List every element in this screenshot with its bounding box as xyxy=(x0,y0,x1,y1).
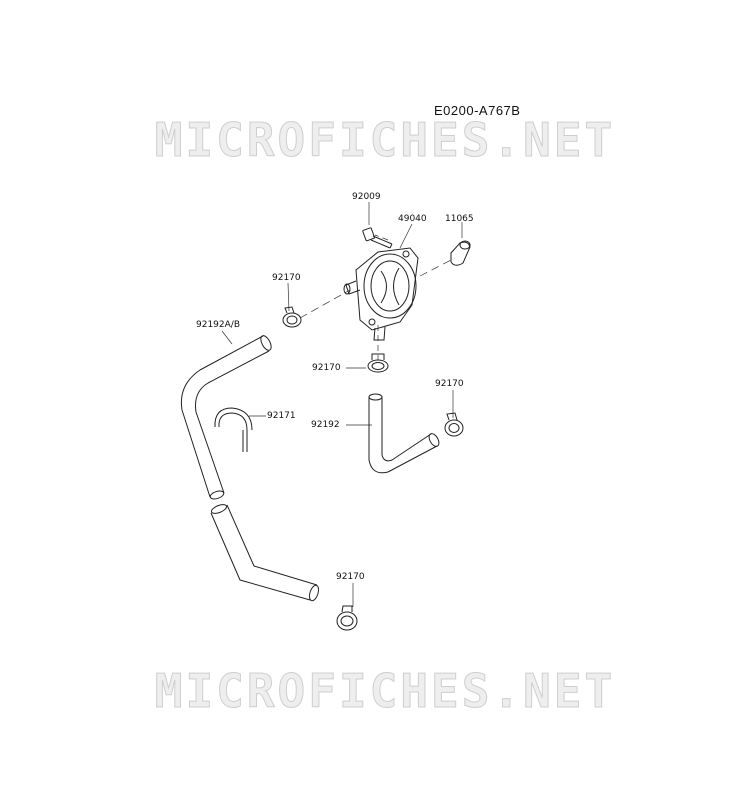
clamp-92170-right xyxy=(444,412,464,437)
clamp-92170-bottom xyxy=(336,605,358,631)
callout-92009: 92009 xyxy=(352,192,381,202)
callout-92170-right: 92170 xyxy=(435,379,464,389)
clamp-92170-center xyxy=(367,353,389,373)
clip-92171 xyxy=(214,407,253,452)
callout-92170-center: 92170 xyxy=(312,363,341,373)
callout-92192ab: 92192A/B xyxy=(196,320,240,330)
clamp-92170-upper xyxy=(282,306,302,328)
callout-92170-upper: 92170 xyxy=(272,273,301,283)
watermark-top: MICROFICHES.NET xyxy=(154,113,616,168)
bolt-92009 xyxy=(362,227,393,249)
leader-lines xyxy=(221,202,463,607)
watermark-bottom: MICROFICHES.NET xyxy=(154,664,616,719)
hose-92192 xyxy=(368,393,440,474)
callout-11065: 11065 xyxy=(445,214,474,224)
diagram-reference-code: E0200-A767B xyxy=(434,103,521,118)
callout-92192: 92192 xyxy=(311,420,340,430)
valve-body-49040 xyxy=(343,247,419,341)
callout-92170-bottom: 92170 xyxy=(336,572,365,582)
callout-49040: 49040 xyxy=(398,214,427,224)
cap-11065 xyxy=(450,240,471,266)
callout-92171: 92171 xyxy=(267,411,296,421)
hose-92192ab xyxy=(180,335,320,602)
